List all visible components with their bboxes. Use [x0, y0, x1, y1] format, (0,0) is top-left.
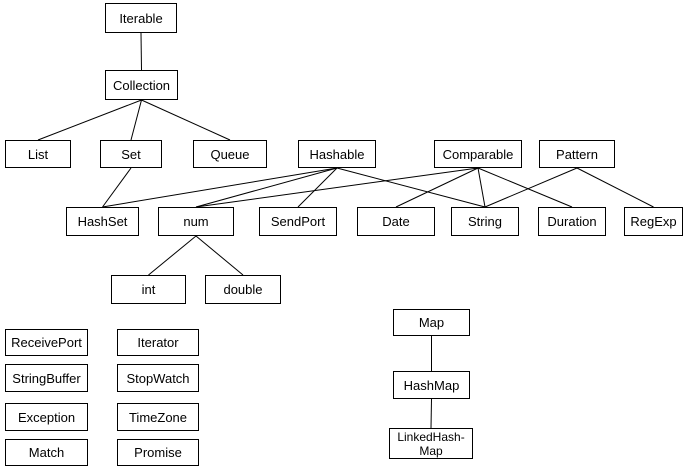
- node-date: Date: [357, 207, 435, 236]
- node-linkedhashmap: LinkedHash- Map: [389, 428, 473, 459]
- node-promise: Promise: [117, 439, 199, 466]
- node-num: num: [158, 207, 234, 236]
- node-exception: Exception: [5, 403, 88, 431]
- edge-collection-list: [37, 99, 142, 141]
- edge-collection-queue: [141, 99, 231, 141]
- node-comparable: Comparable: [434, 140, 522, 168]
- node-set: Set: [100, 140, 162, 168]
- edge-pattern-regexp: [576, 167, 654, 208]
- edge-num-double: [195, 235, 244, 276]
- edge-num-int: [148, 235, 197, 276]
- node-map: Map: [393, 309, 470, 336]
- node-timezone: TimeZone: [117, 403, 199, 431]
- edge-hashable-num: [195, 167, 338, 208]
- node-hashable: Hashable: [298, 140, 376, 168]
- edge-hashable-hashset: [102, 167, 338, 208]
- node-list: List: [5, 140, 71, 168]
- edge-iterable-collection: [140, 32, 142, 71]
- node-stopwatch: StopWatch: [117, 364, 199, 392]
- node-hashmap: HashMap: [393, 371, 470, 399]
- node-pattern: Pattern: [539, 140, 615, 168]
- node-iterable: Iterable: [105, 3, 177, 33]
- edge-set-hashset: [102, 167, 132, 208]
- node-hashset: HashSet: [66, 207, 139, 236]
- node-match: Match: [5, 439, 88, 466]
- node-iterator: Iterator: [117, 329, 199, 356]
- edge-comparable-num: [195, 167, 479, 208]
- edge-comparable-string: [477, 167, 486, 208]
- node-stringbuffer: StringBuffer: [5, 364, 88, 392]
- edge-collection-set: [130, 99, 142, 141]
- node-collection: Collection: [105, 70, 178, 100]
- edge-comparable-duration: [477, 167, 573, 208]
- edge-hashmap-linkedhashmap: [430, 398, 432, 429]
- node-queue: Queue: [193, 140, 267, 168]
- edge-pattern-string: [484, 167, 578, 208]
- edge-hashable-sendport: [297, 167, 338, 208]
- node-string: String: [451, 207, 519, 236]
- edge-comparable-date: [395, 167, 479, 208]
- node-int: int: [111, 275, 186, 304]
- node-sendport: SendPort: [259, 207, 337, 236]
- node-double: double: [205, 275, 281, 304]
- edge-hashable-string: [336, 167, 486, 208]
- node-duration: Duration: [538, 207, 606, 236]
- node-receiveport: ReceivePort: [5, 329, 88, 356]
- node-regexp: RegExp: [624, 207, 683, 236]
